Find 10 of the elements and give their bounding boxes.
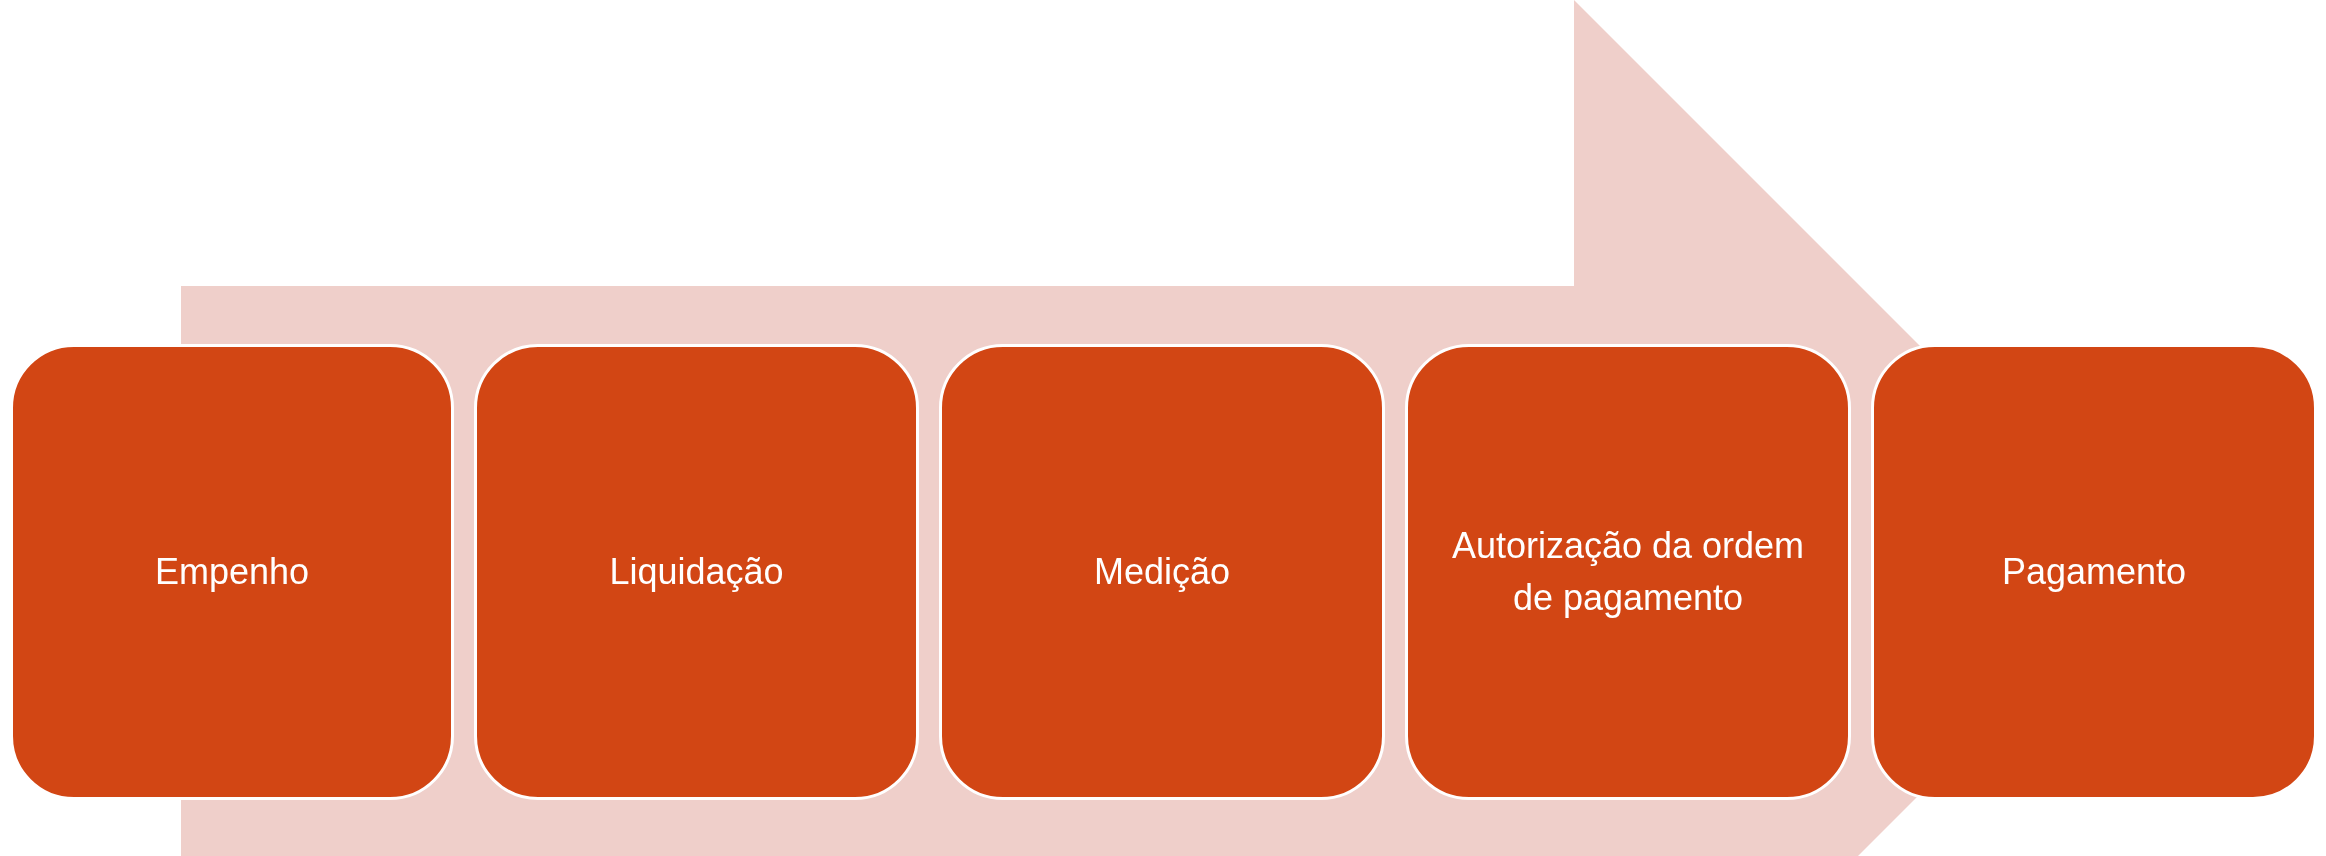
step-label: Empenho: [154, 549, 310, 594]
step-label: Pagamento: [2001, 549, 2187, 594]
process-box: [1871, 344, 2317, 800]
process-box: [1405, 344, 1851, 800]
step-label: Medição: [1093, 549, 1231, 594]
process-box: [939, 344, 1385, 800]
step-label: Autorização da ordem de pagamento: [1450, 523, 1806, 620]
process-box: [10, 344, 454, 800]
step-label: Liquidação: [609, 549, 784, 594]
process-box: [474, 344, 919, 800]
